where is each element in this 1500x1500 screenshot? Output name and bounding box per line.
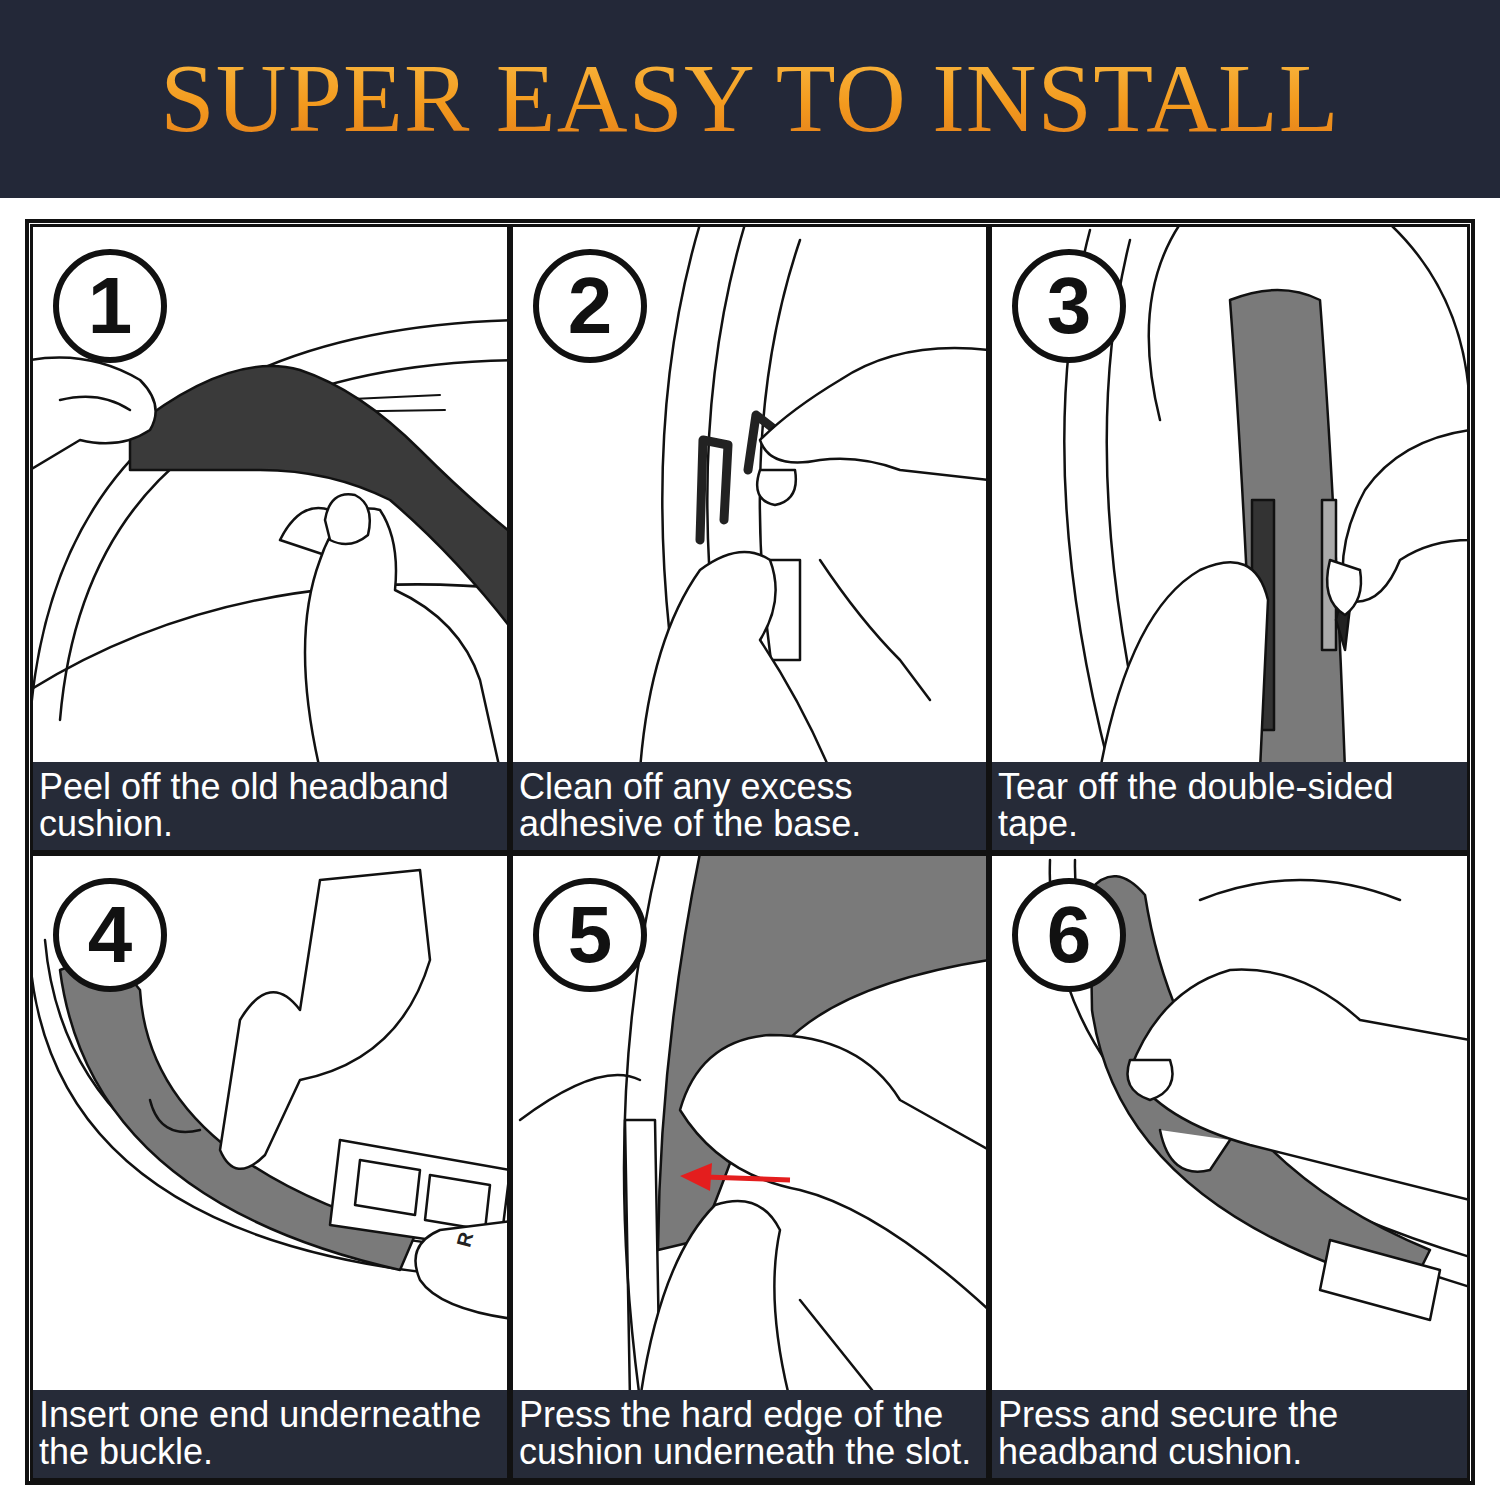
step-panel: Clean off any excess adhesive of the bas… [510,224,989,853]
buckle-letter: R [452,1230,478,1250]
caption-band: Press and secure the headband cushion. [992,1390,1467,1478]
step-caption: Insert one end underneathe the buckle. [39,1396,499,1470]
step-number: 1 [88,266,133,346]
step-number-circle: 1 [53,249,167,363]
caption-band: Peel off the old headband cushion. [33,762,507,850]
step-caption: Peel off the old headband cushion. [39,768,499,842]
step-panel: Press and secure the headband cushion. 6 [989,853,1470,1481]
step-number-circle: 2 [533,249,647,363]
step-caption: Tear off the double-sided tape. [998,768,1459,842]
step-number: 2 [568,266,613,346]
step-number: 3 [1047,266,1092,346]
step-panel: Tear off the double-sided tape. 3 [989,224,1470,853]
step-number: 5 [568,895,613,975]
caption-band: Press the hard edge of the cushion under… [513,1390,986,1478]
step-caption: Press and secure the headband cushion. [998,1396,1459,1470]
step-number-circle: 5 [533,878,647,992]
step-panel: Insert one end underneathe the buckle. 4 [30,853,510,1481]
caption-band: Insert one end underneathe the buckle. [33,1390,507,1478]
step-panel: Press the hard edge of the cushion under… [510,853,989,1481]
step-panel: Peel off the old headband cushion. 1 [30,224,510,853]
step-number-circle: 4 [53,878,167,992]
step-number: 6 [1047,895,1092,975]
step-number-circle: 6 [1012,878,1126,992]
step-caption: Clean off any excess adhesive of the bas… [519,768,978,842]
page-title: SUPER EASY TO INSTALL [0,38,1500,158]
step-caption: Press the hard edge of the cushion under… [519,1396,978,1470]
caption-band: Tear off the double-sided tape. [992,762,1467,850]
caption-band: Clean off any excess adhesive of the bas… [513,762,986,850]
step-number: 4 [88,895,133,975]
step-number-circle: 3 [1012,249,1126,363]
